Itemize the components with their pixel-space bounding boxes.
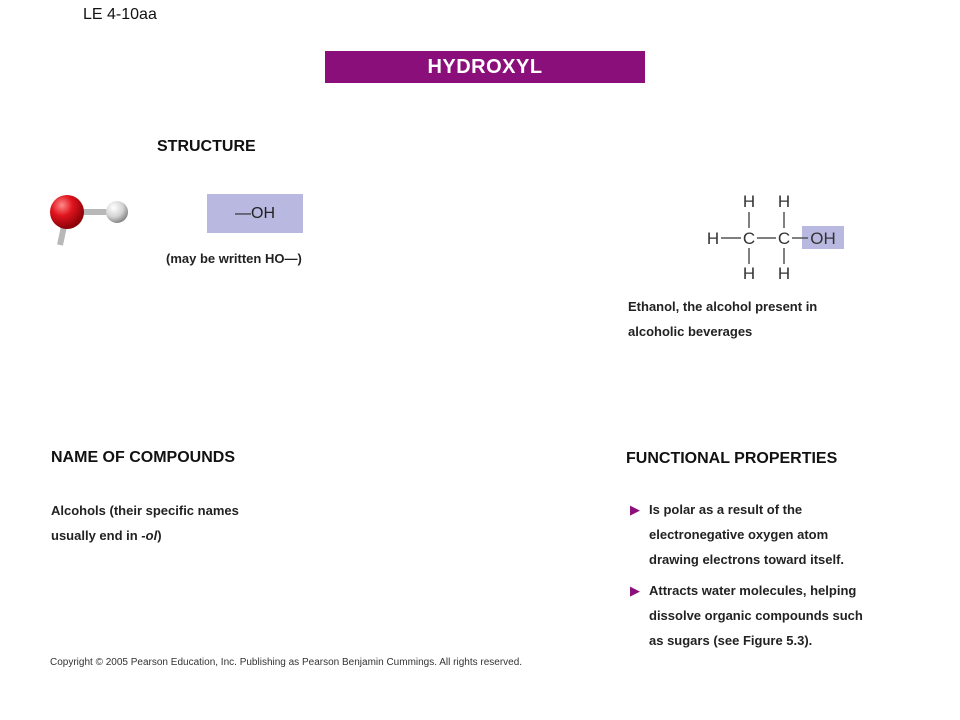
banner-title: HYDROXYL bbox=[427, 55, 543, 78]
property-line: drawing electrons toward itself. bbox=[649, 552, 845, 567]
atom-c1: C bbox=[743, 229, 755, 248]
slide-label: LE 4-10aa bbox=[83, 6, 157, 23]
copyright-notice: Copyright © 2005 Pearson Education, Inc.… bbox=[50, 657, 523, 668]
functional-properties-list: ▶ Is polar as a result of the electroneg… bbox=[630, 497, 900, 659]
atom-h-top-right: H bbox=[778, 192, 790, 211]
desc-close-paren: ) bbox=[157, 528, 162, 543]
property-line: Is polar as a result of the bbox=[649, 502, 803, 517]
atom-h-top-left: H bbox=[743, 192, 755, 211]
atom-h-left: H bbox=[707, 229, 719, 248]
atom-oh: OH bbox=[810, 229, 836, 248]
alcohols-desc-line: usually end in -ol) bbox=[51, 523, 281, 548]
atom-h-bottom-right: H bbox=[778, 264, 790, 283]
alcohols-description: Alcohols (their specific names usually e… bbox=[51, 498, 281, 548]
hydroxyl-ball-stick-model bbox=[50, 195, 128, 246]
ethanol-caption-line: Ethanol, the alcohol present in bbox=[628, 299, 818, 314]
property-line: as sugars (see Figure 5.3). bbox=[649, 633, 813, 648]
oh-highlight bbox=[802, 226, 844, 249]
property-line: Attracts water molecules, helping bbox=[649, 583, 857, 598]
desc-italic-suffix: -ol bbox=[141, 528, 158, 543]
desc-prefix: usually end in bbox=[51, 528, 142, 543]
ethanol-caption-line: alcoholic beverages bbox=[628, 324, 753, 339]
alternate-notation: (may be written HO—) bbox=[166, 251, 302, 266]
triangle-bullet-icon: ▶ bbox=[630, 502, 640, 517]
hydrogen-atom-ball bbox=[106, 201, 128, 223]
atom-h-bottom-left: H bbox=[743, 264, 755, 283]
functional-properties-heading: FUNCTIONAL PROPERTIES bbox=[626, 450, 838, 467]
structure-heading: STRUCTURE bbox=[157, 138, 256, 155]
names-heading: NAME OF COMPOUNDS bbox=[51, 449, 235, 466]
oh-formula-box: —OH bbox=[207, 194, 303, 233]
triangle-bullet-icon: ▶ bbox=[630, 583, 640, 598]
ethanol-structural-formula: H H H C C OH H H bbox=[707, 192, 844, 283]
property-line: dissolve organic compounds such bbox=[649, 608, 863, 623]
property-item: ▶ Attracts water molecules, helping diss… bbox=[630, 578, 900, 653]
ethanol-caption: Ethanol, the alcohol present in alcoholi… bbox=[628, 294, 868, 344]
oh-formula: —OH bbox=[235, 204, 275, 222]
property-item: ▶ Is polar as a result of the electroneg… bbox=[630, 497, 900, 572]
atom-c2: C bbox=[778, 229, 790, 248]
banner-hydroxyl: HYDROXYL bbox=[325, 51, 645, 83]
property-line: electronegative oxygen atom bbox=[649, 527, 829, 542]
alcohols-desc-line: Alcohols (their specific names bbox=[51, 503, 239, 518]
oxygen-atom-ball bbox=[50, 195, 84, 229]
